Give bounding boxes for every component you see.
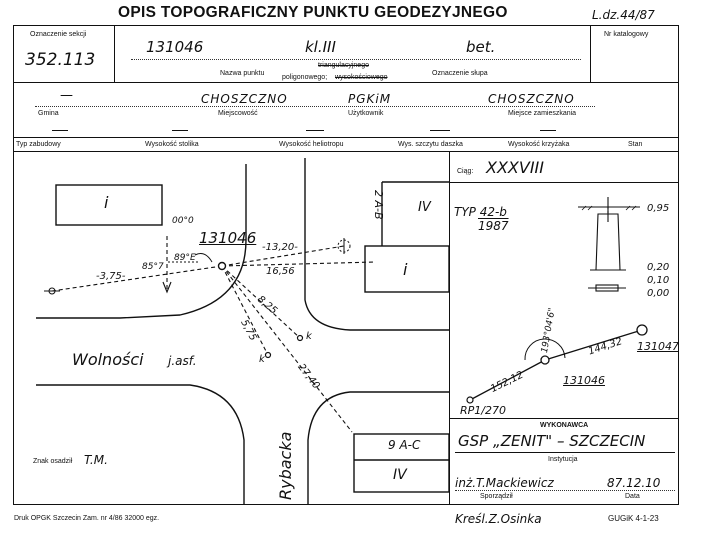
gmina-label: Gmina [38, 110, 59, 117]
distance-16-56: 16,56 [266, 266, 295, 277]
point-mark: bet. [466, 38, 496, 56]
house-left-label: i [104, 193, 109, 212]
uzytkownik-value: PGKiM [348, 92, 392, 106]
height-020: 0,20 [647, 262, 670, 273]
instytucja-label: Instytucja [548, 456, 578, 463]
form-frame [13, 25, 679, 505]
wykonawca-label: WYKONAWCA [540, 422, 589, 429]
traverse-point-right: 131047 [637, 340, 679, 353]
house-right-label: i [403, 260, 408, 279]
traverse-point-mid: 131046 [563, 374, 605, 387]
slupa-label: Oznaczenie słupa [432, 70, 488, 77]
sporzadzil-value: inż.T.Mackiewicz [455, 476, 554, 490]
type-label-wysokosciowego: wysokościowego [335, 74, 388, 81]
wysokosc-krzyzaka-label: Wysokość krzyżaka [508, 141, 570, 148]
zamieszkania-label: Miejsce zamieszkania [508, 110, 577, 117]
angle-a: 85°7 [142, 262, 164, 272]
data-label: Data [625, 493, 640, 500]
point-name: 131046 [146, 38, 204, 56]
instytucja-value: GSP „ZENIT" – SZCZECIN [458, 432, 646, 450]
distance-13-20: -13,20- [262, 242, 298, 253]
angle-north: 00°0 [172, 216, 194, 226]
monument-type: TYP 42-b [454, 205, 507, 219]
gmina-value: — [60, 88, 73, 103]
znak-label: Znak osadził [33, 458, 73, 465]
building-left [55, 184, 163, 226]
ciag-label: Ciąg: [457, 168, 474, 175]
curb-upper-left [36, 164, 247, 319]
point-marker [217, 261, 227, 271]
znak-value: T.M. [84, 453, 108, 467]
height-010: 0,10 [647, 275, 670, 286]
block-ac-label: 9 A-C [388, 438, 421, 452]
block-ab-floors: IV [418, 200, 431, 215]
angle-b: 89°E [174, 253, 196, 263]
type-label-poligonowego: poligonowego; [282, 74, 328, 81]
sekcja-label: Oznaczenie sekcji [30, 31, 87, 38]
wysokosc-stolika-label: Wysokość stolika [145, 141, 199, 148]
height-095: 0,95 [647, 203, 670, 214]
name-label: Nazwa punktu [220, 70, 265, 77]
monument-year: 1987 [478, 219, 509, 233]
building-right [364, 245, 450, 293]
sporzadzil-label: Sporządził [480, 493, 513, 500]
curb-lower-left [36, 384, 245, 505]
distance-3-75: -3,75- [96, 271, 126, 282]
k-label-1: k [306, 331, 312, 342]
traverse-point-left: RP1/270 [460, 404, 506, 417]
print-info: Druk OPGK Szczecin Zam. nr 4/86 32000 eg… [14, 515, 160, 522]
uzytkownik-label: Użytkownik [348, 110, 384, 117]
street-surface: j.asf. [168, 354, 197, 368]
street-rybacka: Rybacka [276, 431, 295, 500]
form-code: GUGiK 4-1-23 [608, 514, 659, 523]
curb-lower-right [307, 391, 449, 505]
form-title: OPIS TOPOGRAFICZNY PUNKTU GEODEZYJNEGO [118, 4, 508, 21]
stan-label: Stan [628, 141, 643, 148]
curb-upper-right [304, 158, 449, 331]
drafted-by: Kreśl.Z.Osinka [455, 512, 542, 526]
type-label-struck: triangulacyjnego [318, 62, 369, 69]
building-9ac [353, 433, 450, 493]
miejscowosc-label: Miejscowość [218, 110, 258, 117]
miejscowosc-value: CHOSZCZNO [201, 92, 288, 106]
street-wolnosci: Wolności [72, 350, 144, 369]
sekcja-value: 352.113 [25, 50, 96, 70]
wysokosc-daszka-label: Wys. szczytu daszka [398, 141, 463, 148]
zamieszkania-value: CHOSZCZNO [488, 92, 575, 106]
block-ac-floors: IV [393, 467, 407, 483]
katalog-label: Nr katalogowy [604, 31, 649, 38]
typ-zabudowy-label: Typ zabudowy [16, 141, 61, 148]
height-000: 0,00 [647, 288, 670, 299]
block-ab-label: 2 A-B [372, 190, 385, 220]
point-class: kl.III [305, 38, 336, 56]
wysokosc-heliotropu-label: Wysokość heliotropu [279, 141, 344, 148]
ciag-value: XXXVIII [486, 158, 544, 177]
sporzadzil-date: 87.12.10 [607, 476, 661, 490]
reference-number: L.dz.44/87 [592, 8, 655, 22]
point-label-sketch: 131046 [199, 229, 257, 247]
k-label-2: k [259, 354, 265, 365]
